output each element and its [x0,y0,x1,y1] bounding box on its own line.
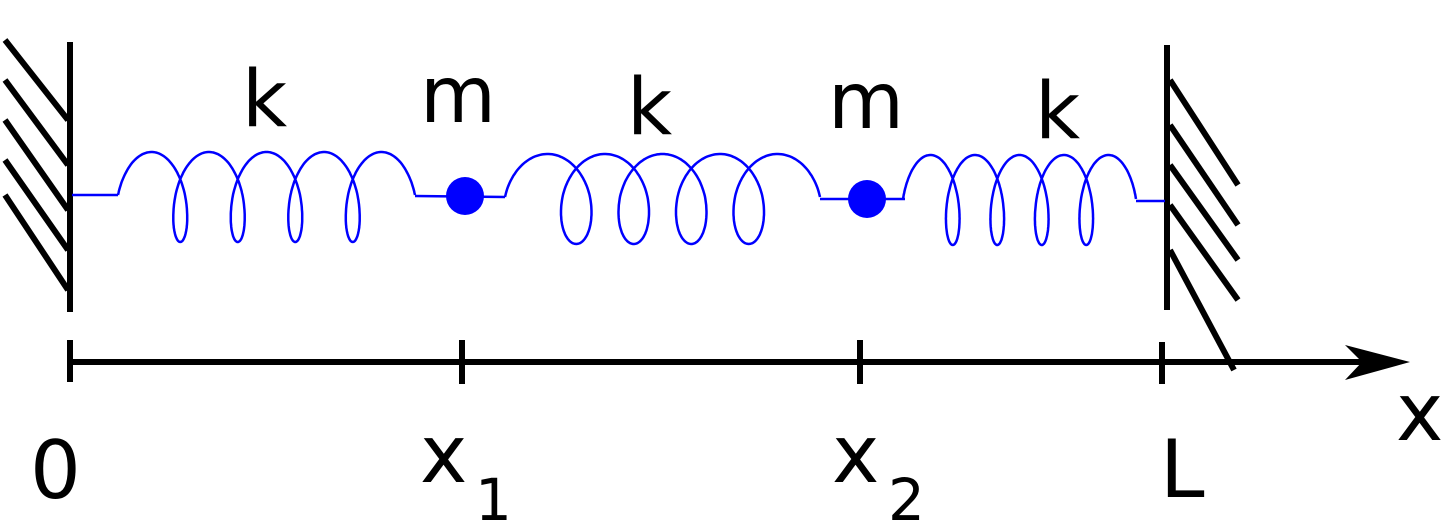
left-wall [2,38,73,312]
axis-arrowhead [1345,345,1410,380]
origin-label: 0 [30,424,81,517]
x2-label: x [832,408,879,501]
length-label: L [1160,423,1205,516]
spring-2 [503,152,822,246]
axis-name-label: x [1396,366,1443,459]
x1-label: x [420,408,467,501]
x1-subscript: 1 [475,466,512,525]
spring-label-3: k [1035,67,1080,157]
mass-1 [446,177,484,215]
spring-label-2: k [627,63,672,153]
spring-3 [901,153,1138,247]
spring-1 [116,150,417,244]
x2-subscript: 2 [888,466,925,525]
right-wall [1164,45,1241,372]
mass-label-1: m [420,51,496,141]
spring-label-1: k [242,55,287,145]
mass-2 [848,180,886,218]
mass-label-2: m [828,57,904,147]
x-axis [67,340,1380,384]
